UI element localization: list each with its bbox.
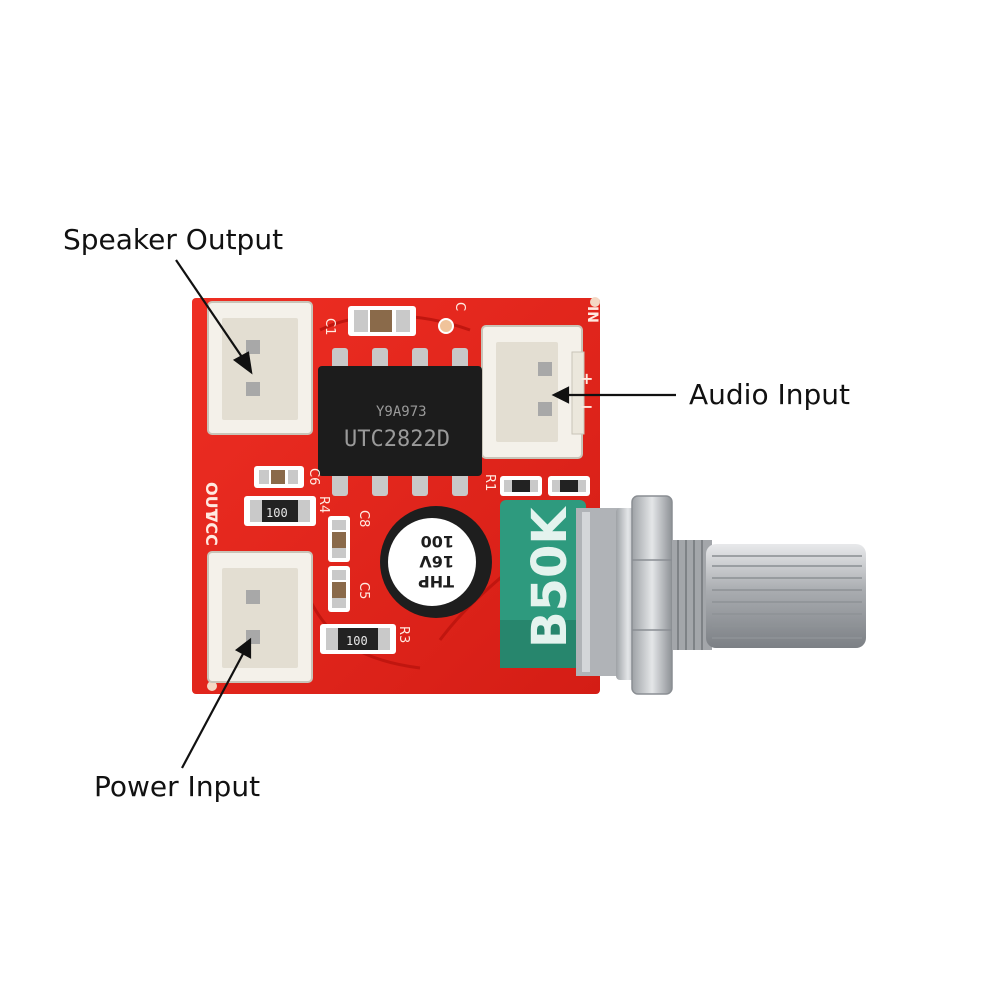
speaker-output-connector — [207, 301, 313, 435]
potentiometer-thread — [672, 540, 712, 650]
capacitor-voltage: 16V — [419, 552, 454, 571]
smd-capacitor-c8 — [328, 516, 350, 562]
potentiometer: B50K — [500, 500, 622, 676]
smd-resistor-r1 — [500, 476, 542, 496]
mounting-hole — [207, 681, 217, 691]
via — [438, 318, 454, 334]
silkscreen-r4: R4 — [316, 496, 331, 513]
capacitor-value: 100 — [421, 532, 454, 551]
potentiometer-value: B50K — [522, 506, 578, 648]
silkscreen-c8: C8 — [356, 510, 371, 527]
smd-capacitor-c6 — [254, 466, 304, 488]
electrolytic-capacitor: THP 16V 100 — [380, 506, 492, 618]
potentiometer-shaft — [706, 544, 866, 648]
silkscreen-plus: + — [580, 369, 593, 388]
speaker-output-label: Speaker Output — [63, 223, 284, 256]
silkscreen-c1: C1 — [322, 318, 337, 335]
silkscreen-c5: C5 — [356, 582, 371, 599]
smd-capacitor-c1 — [348, 306, 416, 336]
smd-resistor-r4: 100 — [244, 496, 316, 526]
smd-resistor-r3: 100 — [320, 624, 396, 654]
resistor-r4-value: 100 — [266, 506, 288, 520]
smd-resistor — [548, 476, 590, 496]
resistor-r3-value: 100 — [346, 634, 368, 648]
silkscreen-minus: − — [580, 397, 593, 416]
silkscreen-out: OUT — [202, 482, 221, 520]
silkscreen-c: C — [452, 302, 467, 311]
speaker-output-arrow — [175, 259, 253, 375]
audio-input-arrow — [551, 386, 676, 404]
potentiometer-nut — [616, 495, 673, 695]
amplifier-ic: Y9A973 UTC2822D — [318, 348, 482, 496]
power-input-arrow — [181, 637, 252, 769]
silkscreen-r3: R3 — [396, 626, 411, 643]
ic-part-number: UTC2822D — [344, 427, 450, 452]
power-input-connector — [207, 551, 313, 683]
smd-capacitor-c5 — [328, 566, 350, 612]
capacitor-series: THP — [418, 572, 454, 591]
audio-input-label: Audio Input — [689, 378, 850, 411]
power-input-label: Power Input — [94, 770, 261, 803]
mounting-hole — [590, 297, 600, 307]
silkscreen-in: IN — [584, 306, 600, 323]
audio-input-connector — [481, 325, 585, 459]
silkscreen-vcc: VCC — [202, 510, 221, 546]
ic-lot-code: Y9A973 — [376, 404, 427, 420]
silkscreen-c6: C6 — [306, 468, 321, 485]
silkscreen-r1: R1 — [482, 474, 497, 491]
